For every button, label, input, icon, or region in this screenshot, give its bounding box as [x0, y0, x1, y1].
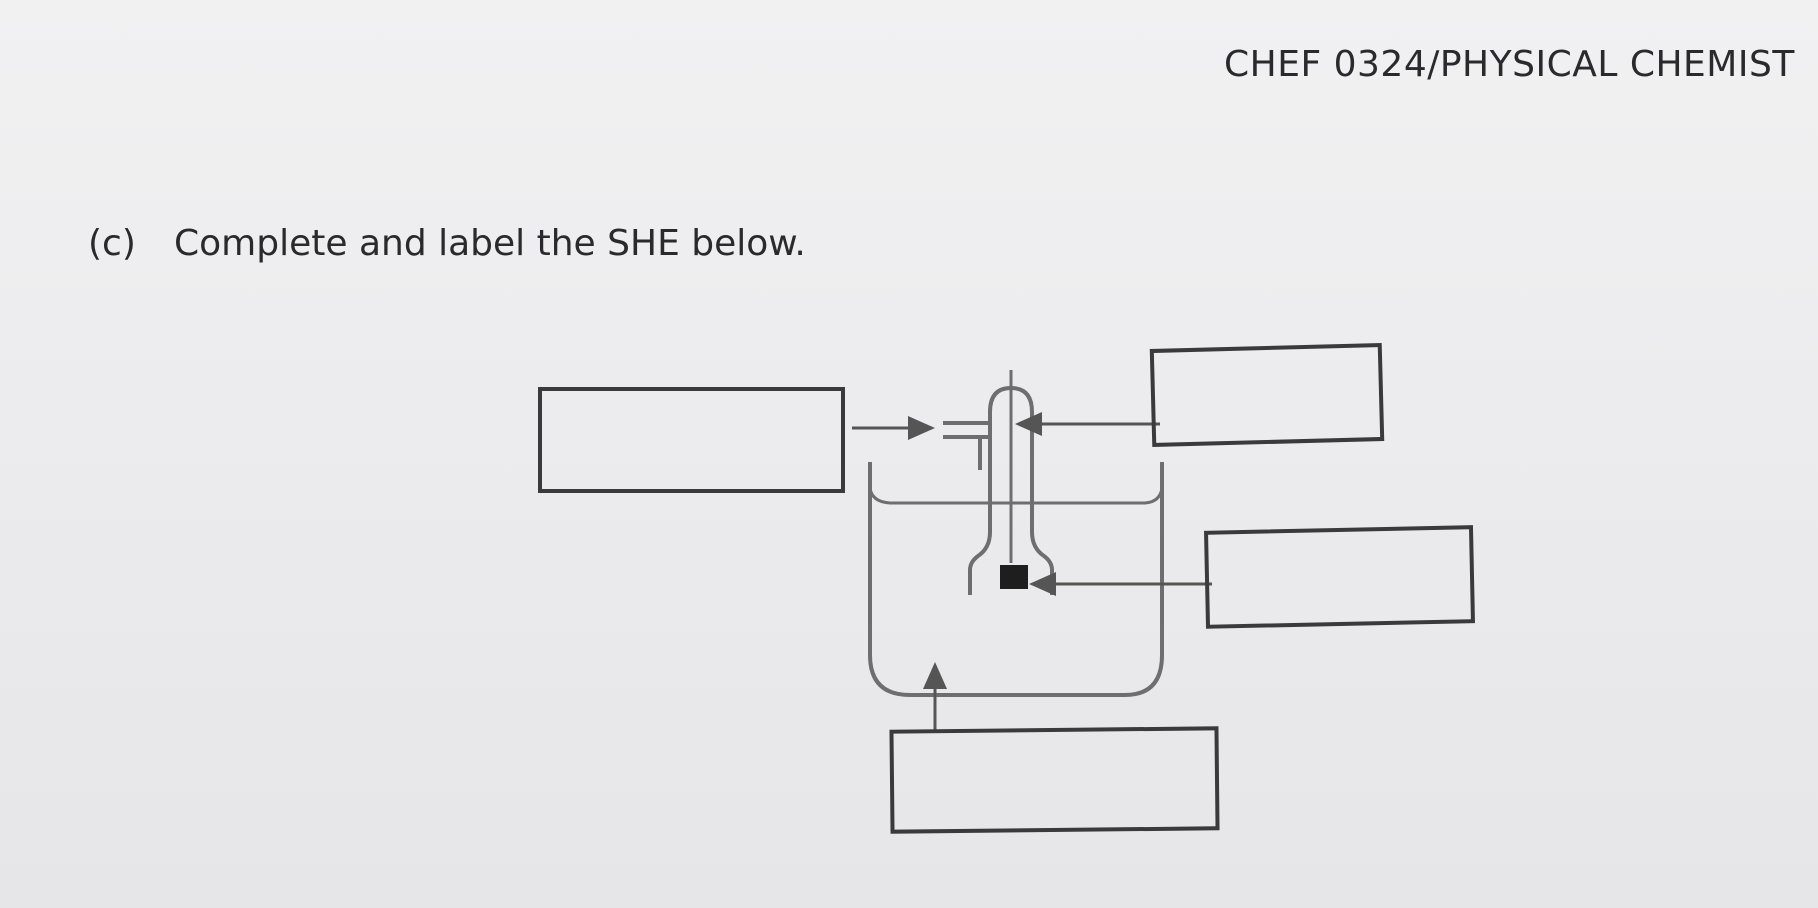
left-label-box[interactable] — [538, 387, 845, 493]
tube-flare — [968, 531, 1054, 595]
question-number: (c) — [88, 223, 136, 264]
bottom-label-box[interactable] — [889, 726, 1220, 834]
question-c: (c) Complete and label the SHE below. — [88, 223, 806, 264]
question-text: Complete and label the SHE below. — [174, 223, 806, 264]
beaker — [868, 462, 1164, 697]
top-right-label-box[interactable] — [1149, 342, 1385, 448]
platinum-electrode — [1000, 565, 1028, 589]
solution-level-line — [868, 487, 1164, 505]
middle-right-label-box[interactable] — [1204, 525, 1475, 629]
gas-inlet-arm — [943, 421, 990, 470]
course-header: CHEF 0324/PHYSICAL CHEMIST — [1224, 44, 1795, 85]
